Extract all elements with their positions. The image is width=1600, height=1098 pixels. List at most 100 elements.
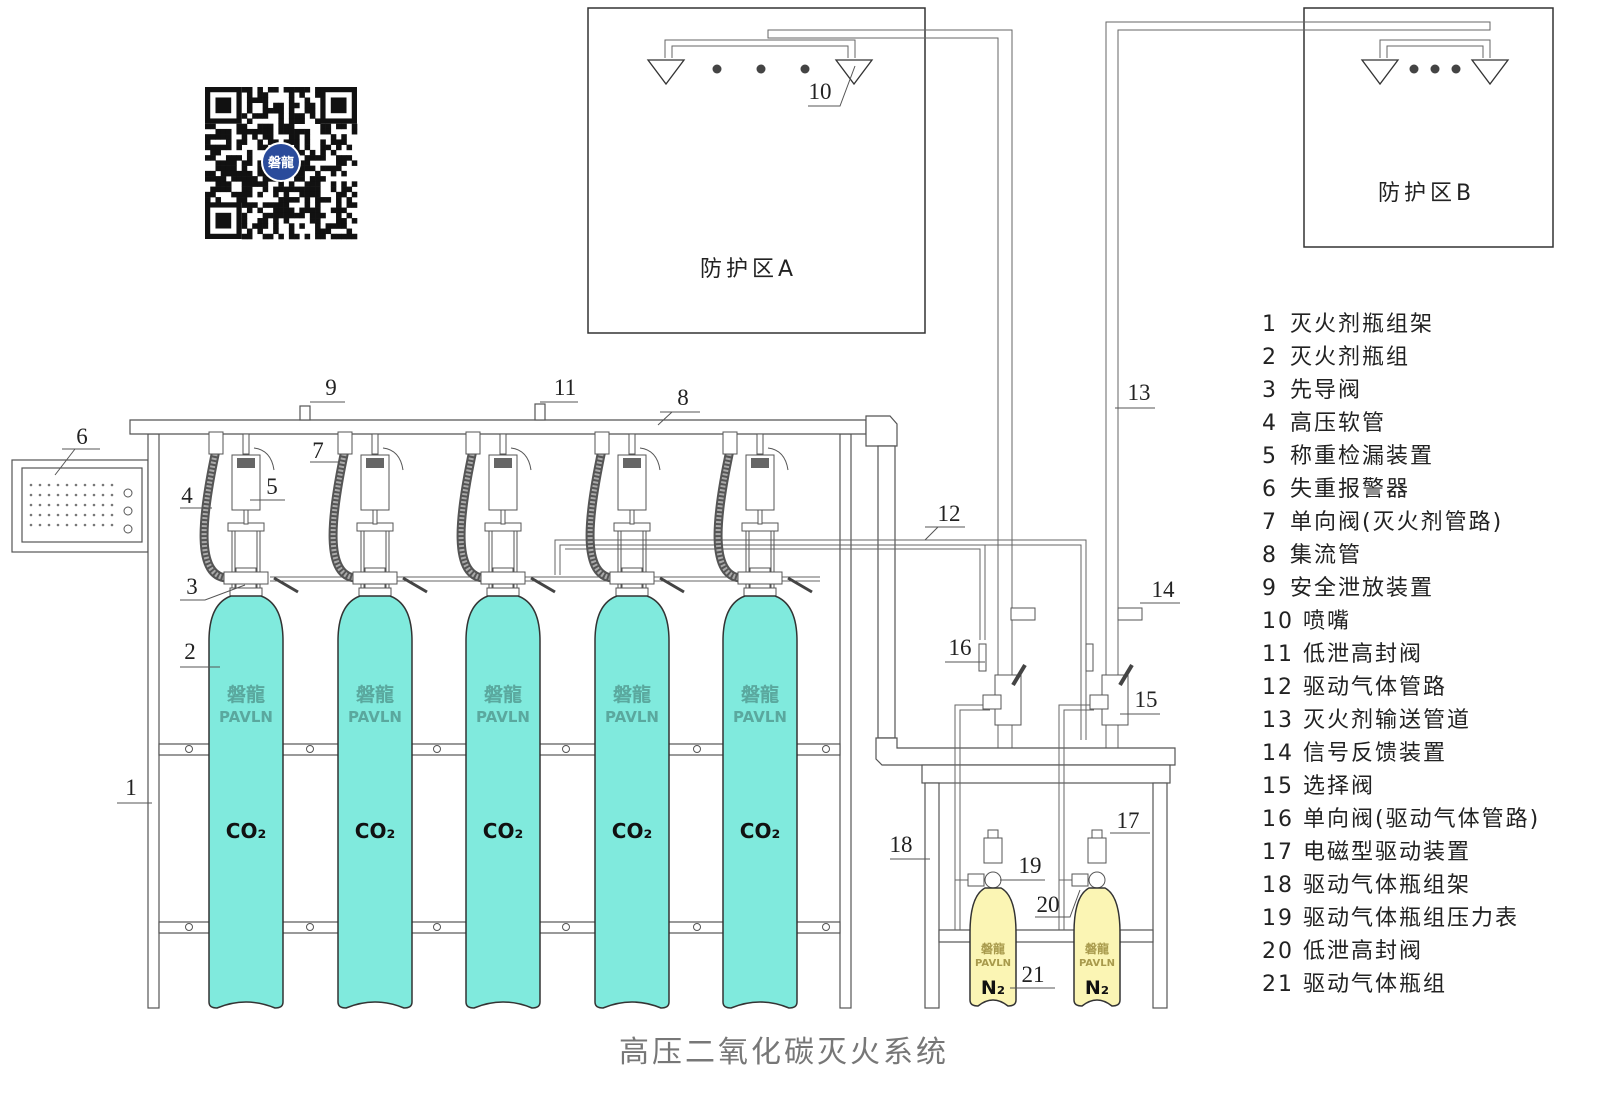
- qr-module: [294, 134, 300, 140]
- qr-module: [309, 191, 316, 198]
- qr-module: [241, 176, 248, 182]
- legend-label: 灭火剂输送管道: [1303, 708, 1471, 733]
- low-release-valve: [1071, 873, 1089, 887]
- qr-module: [351, 218, 358, 224]
- qr-module: [315, 212, 321, 219]
- qr-module: [341, 155, 347, 161]
- qr-module: [220, 144, 227, 151]
- selector-valve-unit: [978, 607, 1036, 726]
- qr-module: [304, 207, 311, 214]
- qr-module: [215, 197, 222, 203]
- qr-module: [225, 139, 232, 145]
- selector-valves: [978, 607, 1143, 726]
- qr-module: [246, 149, 253, 156]
- qr-module: [341, 134, 347, 140]
- qr-module: [252, 223, 258, 229]
- qr-module: [304, 181, 311, 187]
- solenoid-actuator: [1087, 837, 1107, 864]
- qr-module: [299, 92, 305, 98]
- indicator-light: [101, 483, 105, 487]
- protection-zone-a: 防护区A: [587, 7, 926, 334]
- qr-module: [336, 197, 342, 203]
- qr-module: [273, 186, 279, 193]
- qr-finder-center: [215, 212, 232, 229]
- qr-code[interactable]: 磐龍: [205, 86, 358, 240]
- qr-module: [294, 128, 300, 135]
- qr-module: [294, 212, 300, 219]
- indicator-light: [29, 503, 33, 507]
- qr-module: [236, 176, 242, 182]
- co2-cylinder: [722, 595, 798, 1009]
- check-valve: [722, 431, 738, 455]
- rail-bolt: [306, 923, 314, 931]
- zone-b-label: 防护区B: [1378, 181, 1475, 206]
- brand-name-en: PAVLN: [605, 708, 659, 726]
- indicator-light: [38, 503, 42, 507]
- check-valve: [594, 431, 610, 455]
- qr-module: [246, 191, 253, 198]
- qr-module: [262, 97, 269, 104]
- drive-gas-pipeline: [270, 539, 1094, 930]
- qr-module: [309, 107, 316, 114]
- callout-number: 6: [76, 424, 88, 449]
- qr-module: [320, 165, 326, 172]
- qr-module: [299, 160, 305, 166]
- co2-cylinder: [208, 595, 284, 1009]
- qr-module: [273, 212, 279, 219]
- legend-label: 驱动气体瓶组: [1303, 972, 1447, 997]
- drive-check-valve: [1085, 643, 1094, 672]
- indicator-light: [83, 523, 87, 527]
- qr-module: [288, 128, 295, 135]
- qr-module: [257, 228, 263, 235]
- valve-handle: [402, 576, 428, 594]
- qr-module: [315, 170, 321, 177]
- qr-module: [262, 218, 269, 224]
- qr-module: [294, 176, 300, 182]
- qr-module: [241, 134, 248, 140]
- qr-module: [241, 233, 248, 240]
- qr-module: [341, 233, 347, 240]
- brand-name-cn: 磐龍: [356, 683, 394, 706]
- qr-module: [267, 233, 274, 240]
- indicator-light: [29, 513, 33, 517]
- rail-bolt: [562, 923, 570, 931]
- diagram-title: 高压二氧化碳灭火系统: [619, 1035, 949, 1070]
- low-release-valve: [534, 403, 546, 421]
- qr-module: [246, 128, 253, 135]
- legend-number: 13: [1262, 708, 1294, 733]
- qr-module: [351, 181, 358, 187]
- qr-module: [299, 191, 305, 198]
- cylinder-neck: [486, 587, 520, 597]
- qr-module: [315, 155, 321, 161]
- qr-module: [315, 233, 321, 240]
- qr-module: [205, 197, 211, 203]
- qr-module: [246, 118, 253, 124]
- qr-module: [336, 191, 342, 198]
- hanger: [242, 433, 250, 455]
- qr-module: [304, 202, 311, 208]
- qr-module: [205, 134, 211, 140]
- legend-number: 9: [1262, 576, 1278, 601]
- qr-module: [325, 165, 332, 172]
- indicator-light: [38, 523, 42, 527]
- qr-module: [252, 181, 258, 187]
- qr-module: [309, 186, 316, 193]
- callout-number: 11: [554, 375, 576, 400]
- qr-module: [225, 128, 232, 135]
- qr-module: [336, 139, 342, 145]
- qr-module: [341, 139, 347, 145]
- callout-number: 17: [1117, 808, 1140, 833]
- indicator-light: [47, 513, 51, 517]
- leader-line: [657, 411, 700, 426]
- qr-module: [252, 134, 258, 140]
- qr-module: [262, 202, 269, 208]
- qr-module: [320, 128, 326, 135]
- qr-module: [309, 155, 316, 161]
- qr-module: [225, 155, 232, 161]
- legend-label: 电磁型驱动装置: [1303, 840, 1471, 865]
- qr-module: [246, 202, 253, 208]
- brand-name-en: PAVLN: [476, 708, 530, 726]
- qr-module: [231, 165, 237, 172]
